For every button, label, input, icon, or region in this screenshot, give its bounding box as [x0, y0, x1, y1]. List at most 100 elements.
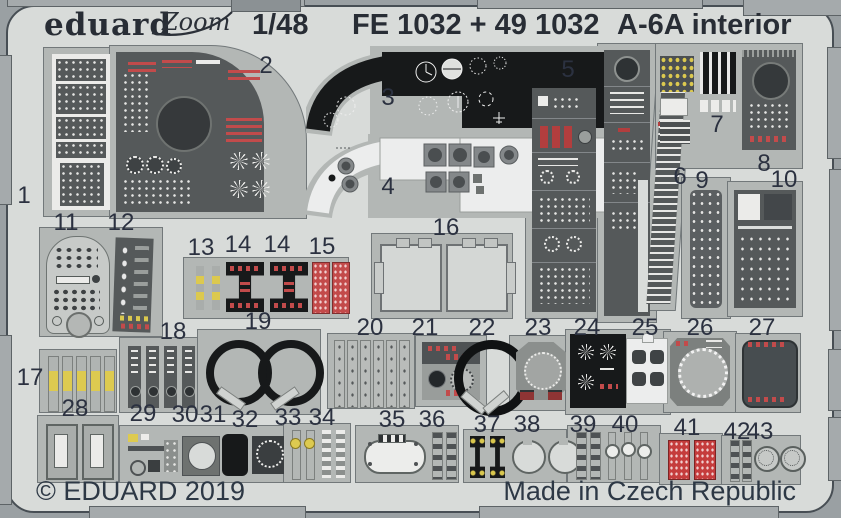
detail [604, 162, 650, 163]
detail [92, 275, 100, 283]
detail [128, 446, 168, 456]
fret-frame-tab [0, 336, 11, 504]
gauge-detail [600, 344, 616, 360]
part-label: 19 [244, 308, 272, 335]
part-15-red-strap [312, 262, 330, 314]
detail [117, 243, 133, 315]
part-7-small-panel [660, 98, 688, 116]
part-label: 25 [631, 314, 659, 341]
detail [274, 303, 302, 308]
part-label: 16 [432, 214, 460, 241]
detail [414, 462, 418, 466]
detail [226, 118, 262, 128]
detail [414, 442, 418, 446]
part-37-buckle [490, 436, 505, 478]
detail [162, 60, 192, 68]
made-in-text: Made in Czech Republic [503, 476, 796, 506]
dial-detail [524, 352, 562, 390]
part-label: 14 [263, 231, 291, 258]
zoom-logo-swoosh [151, 11, 233, 36]
detail [149, 350, 156, 376]
detail [610, 138, 644, 154]
part-42-ladder-strip [730, 440, 740, 482]
keypad-grid-detail [52, 288, 100, 312]
detail [368, 462, 372, 466]
part-7-small-panel [660, 56, 694, 92]
detail [676, 341, 690, 346]
detail [738, 234, 792, 302]
part-15-red-strap [332, 262, 350, 314]
detail [610, 92, 644, 114]
detail [618, 128, 630, 132]
part-label: 17 [16, 364, 44, 391]
part-20-strap [386, 340, 397, 408]
detail [600, 368, 614, 373]
part-label: 26 [686, 314, 714, 341]
detail [538, 96, 548, 106]
part-label: 11 [53, 209, 79, 236]
part-label: 38 [513, 411, 541, 438]
part-label: 36 [418, 406, 446, 433]
detail [604, 202, 650, 203]
detail [148, 460, 160, 472]
radar-scope-detail [156, 96, 212, 152]
bezels [328, 143, 519, 194]
part-label: 21 [411, 314, 439, 341]
detail [428, 346, 458, 351]
detail [540, 126, 548, 148]
part-label: 32 [231, 406, 259, 433]
part-20-strap [373, 340, 384, 408]
fret-frame-tab [478, 0, 702, 8]
detail [742, 50, 796, 57]
part-label: 24 [573, 314, 601, 341]
detail [621, 442, 636, 457]
part-16-box [380, 244, 442, 312]
detail [506, 262, 516, 294]
detail [538, 158, 578, 166]
detail [130, 460, 146, 476]
detail [784, 450, 800, 466]
fret-frame-tab [829, 350, 841, 410]
part-label: 20 [356, 314, 384, 341]
detail [738, 194, 760, 220]
detail [600, 384, 618, 389]
scale-text: 1/48 [252, 9, 309, 41]
panel-shape [307, 141, 389, 214]
detail [131, 350, 138, 376]
part-27-screen-panel [742, 340, 798, 408]
part-34-ladder-strip [322, 430, 331, 478]
part-label: 2 [259, 52, 273, 79]
part-label: 22 [468, 314, 496, 341]
part-label: 42 [723, 418, 751, 445]
detail [122, 178, 192, 206]
part-label: 33 [274, 404, 302, 431]
detail [462, 238, 476, 248]
detail [274, 266, 302, 271]
part-17-yellow-strip [48, 356, 59, 412]
gauge-detail [146, 156, 164, 174]
part-38-disc [512, 440, 546, 474]
part-36-ladder-strip [446, 432, 457, 480]
part-label: 12 [107, 209, 135, 236]
part-20-strap [360, 340, 371, 408]
detail [637, 444, 652, 459]
fret-frame-tab [232, 0, 300, 11]
detail [532, 152, 596, 153]
brand-logo: eduard [44, 7, 173, 43]
dial-detail [256, 440, 284, 468]
part-label: 15 [308, 233, 336, 260]
part-20-strap [347, 340, 358, 408]
detail [738, 226, 792, 229]
zoom-logo: Zoom [151, 8, 233, 36]
detail [60, 163, 104, 206]
part-label: 1 [17, 182, 31, 209]
part-label: 4 [381, 173, 395, 200]
detail [196, 60, 220, 66]
detail [638, 180, 648, 312]
fret-frame-tab [829, 418, 841, 480]
button-detail [650, 350, 664, 364]
detail [748, 102, 790, 130]
detail [610, 170, 636, 194]
detail [605, 444, 620, 459]
gauge-detail [578, 344, 594, 360]
